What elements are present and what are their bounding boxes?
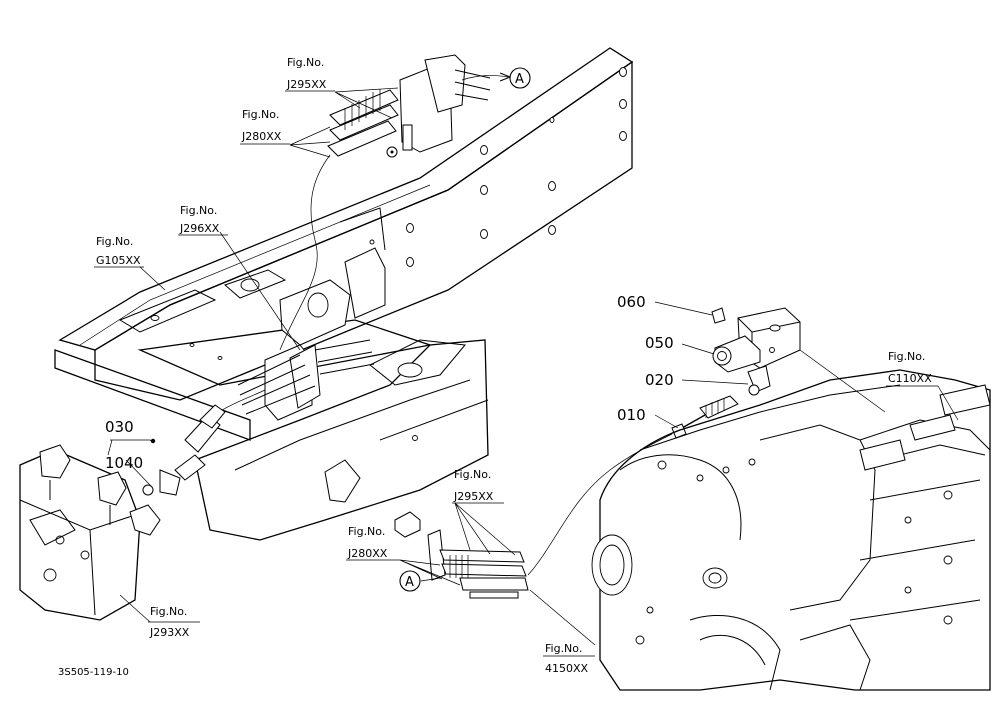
reference-a-upper-label: A — [515, 72, 524, 87]
bracket-050-060 — [671, 307, 801, 439]
lower-fitting-cluster — [394, 433, 673, 599]
label-fig-g105-prefix: Fig.No. — [96, 235, 133, 248]
label-fig-j280-top: J280XX — [241, 130, 282, 143]
mount-bracket — [194, 339, 489, 541]
drawing-code: 3S505-119-10 — [58, 667, 129, 678]
label-fig-j280-top-prefix: Fig.No. — [242, 108, 279, 121]
fitting-030-040 — [142, 389, 266, 496]
hose-line-upper — [279, 154, 331, 351]
upper-fitting-cluster — [327, 54, 491, 158]
hose-clamp-assembly — [237, 207, 386, 421]
label-fig-j280-bottom-prefix: Fig.No. — [348, 525, 385, 538]
label-fig-j295-top: J295XX — [286, 78, 327, 91]
part-number-020: 020 — [645, 371, 674, 389]
reference-a-lower: A — [399, 570, 421, 592]
part-number-040: 1040 — [105, 454, 143, 472]
label-fig-j280-bottom: J280XX — [347, 547, 388, 560]
label-fig-c110-prefix: Fig.No. — [888, 350, 925, 363]
reference-a-lower-label: A — [405, 575, 414, 590]
part-number-010: 010 — [617, 406, 646, 424]
label-fig-j293-prefix: Fig.No. — [150, 605, 187, 618]
figure-labels: Fig.No. J295XX Fig.No. J280XX Fig.No. J2… — [94, 56, 938, 675]
label-fig-4150: 4150XX — [545, 662, 589, 675]
reference-a-upper: A — [509, 67, 531, 89]
label-fig-j295-top-prefix: Fig.No. — [287, 56, 324, 69]
label-fig-j293: J293XX — [149, 626, 190, 639]
label-fig-j296-prefix: Fig.No. — [180, 204, 217, 217]
part-number-030: 030 — [105, 418, 134, 436]
label-fig-j295-bottom: J295XX — [453, 490, 494, 503]
label-fig-j295-bottom-prefix: Fig.No. — [454, 468, 491, 481]
callout-leaders — [119, 72, 959, 646]
label-fig-4150-prefix: Fig.No. — [545, 642, 582, 655]
control-valve-block — [19, 444, 161, 621]
label-fig-g105: G105XX — [96, 254, 141, 267]
part-numbers: 060 050 020 010 030 1040 — [105, 293, 674, 472]
transmission-case — [591, 369, 991, 691]
part-number-050: 050 — [645, 334, 674, 352]
part-number-060: 060 — [617, 293, 646, 311]
label-fig-c110: C110XX — [888, 372, 932, 385]
label-fig-j296: J296XX — [179, 222, 220, 235]
frame-rail — [58, 47, 634, 401]
